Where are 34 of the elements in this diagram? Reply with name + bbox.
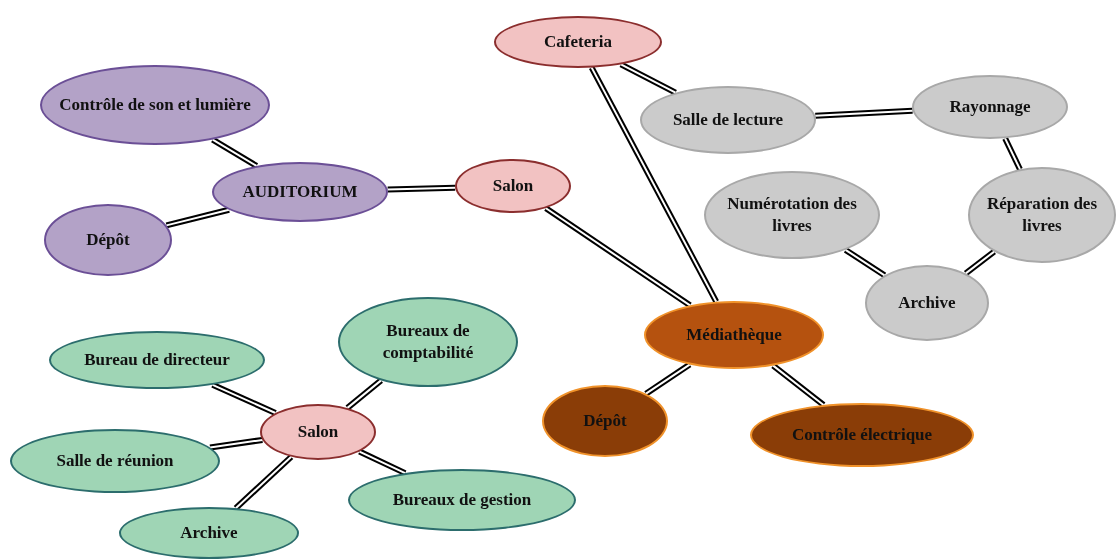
node-label: AUDITORIUM [241,180,359,203]
double-line [544,205,692,308]
ellipse-node [260,404,376,460]
node-label: Numérotation des livres [726,192,858,237]
double-line [358,448,407,476]
node-label: Dépôt [85,228,131,251]
node-label: Bureaux de gestion [391,488,533,511]
double-line [815,107,913,119]
double-line [619,61,677,96]
node-label: Archive [897,291,957,314]
node-label: Salon [491,174,535,197]
node-label: Médiathèque [685,323,783,346]
double-line [963,249,996,276]
double-line [387,184,456,193]
node-label: Contrôle de son et lumière [58,93,252,116]
node-label: Salon [296,420,340,443]
node-label: Bureau de directeur [83,348,231,371]
double-line [211,382,277,416]
double-line [165,206,230,229]
double-line [345,378,383,411]
node-label: Contrôle électrique [790,423,934,446]
node-label: Salle de lecture [671,108,785,131]
double-line [209,436,263,451]
node-label: Cafeteria [543,30,613,53]
double-line [211,137,259,169]
node-label: Archive [179,521,239,544]
double-line [843,247,887,278]
node-label: Salle de réunion [55,449,175,472]
node-label: Réparation des livres [986,192,1098,237]
node-label: Bureaux de comptabilité [381,319,475,364]
node-label: Dépôt [582,409,628,432]
double-line [644,362,692,397]
double-line [589,66,719,304]
node-label: Rayonnage [948,95,1032,118]
